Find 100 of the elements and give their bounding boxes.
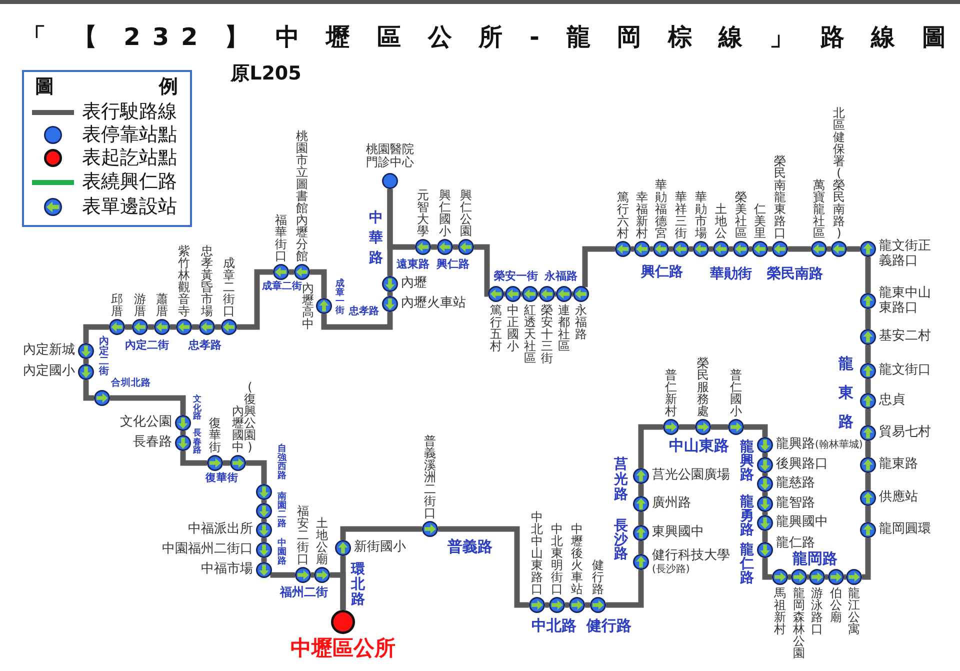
- stop-name: 北區健保署(榮民南路): [833, 107, 845, 239]
- arrow-stop-icon: [316, 298, 332, 314]
- arrow-stop-icon: [437, 239, 453, 255]
- street-name: 遠東路: [396, 258, 430, 270]
- stop-name: 龍岡森林公園: [793, 587, 805, 659]
- arrow-stop-icon: [772, 241, 788, 257]
- route-line: [788, 574, 791, 580]
- stop-name: 興仁公園: [460, 189, 472, 237]
- arrow-stop-icon: [860, 241, 876, 257]
- route-line: [270, 572, 295, 578]
- stop-name: 蕭厝: [156, 293, 168, 317]
- stop-name: 興仁國小: [439, 189, 451, 237]
- arrow-stop-icon: [109, 319, 125, 335]
- route-line: [582, 246, 615, 288]
- stop-name: 龍文街口: [879, 364, 931, 378]
- route-line: [729, 246, 733, 252]
- street-name: 內定二街: [99, 337, 109, 377]
- stop-name: 內壢: [401, 276, 427, 292]
- arrow-stop-icon: [154, 319, 170, 335]
- route-line: [638, 512, 644, 525]
- street-name: 興仁路: [436, 258, 470, 270]
- arrow-stop-icon: [230, 455, 246, 471]
- route-line: [585, 602, 590, 608]
- route-line: [865, 473, 871, 490]
- stop-name: 中正國小: [507, 304, 519, 352]
- route-line: [788, 246, 811, 252]
- arrow-stop-icon: [846, 569, 862, 585]
- stop-name: 東興國中: [652, 526, 704, 540]
- arrow-stop-icon: [728, 419, 744, 435]
- route-line: [807, 574, 809, 580]
- stop-name: 榮安十三街: [541, 304, 553, 364]
- arrow-stop-icon: [176, 319, 192, 335]
- route-line: [650, 246, 653, 252]
- arrow-stop-icon: [273, 264, 289, 280]
- street-name: 興仁路: [641, 265, 683, 279]
- arrow-stop-icon: [488, 286, 504, 302]
- arrow-stop-icon: [713, 241, 729, 257]
- route-line: [215, 324, 221, 330]
- stop-name: 中園福州二街口: [162, 542, 253, 558]
- street-name: 龍岡路: [792, 552, 838, 566]
- route-line: [310, 269, 327, 298]
- stop-name: 元智大學: [417, 189, 429, 237]
- arrow-stop-icon: [757, 515, 773, 531]
- arrow-stop-icon: [505, 286, 521, 302]
- arrow-stop-icon: [634, 241, 650, 257]
- route-line: [762, 492, 768, 496]
- arrow-stop-icon: [221, 319, 237, 335]
- arrow-stop-icon: [78, 364, 94, 380]
- route-line: [431, 244, 437, 250]
- route-line: [865, 379, 871, 393]
- arrow-stop-icon: [256, 542, 272, 558]
- route-line: [565, 602, 569, 608]
- terminal-dot-icon: [331, 610, 355, 634]
- route-line: [83, 380, 94, 401]
- legend-label: 表繞興仁路: [82, 172, 177, 192]
- street-name: 中園路: [278, 540, 286, 566]
- arrow-stop-icon: [653, 241, 669, 257]
- route-line: [862, 538, 871, 580]
- arrow-stop-icon: [772, 569, 788, 585]
- arrow-stop-icon: [860, 457, 876, 473]
- arrow-stop-icon: [175, 435, 191, 451]
- arrow-stop-icon: [175, 415, 191, 431]
- arrow-stop-icon: [529, 597, 545, 613]
- street-name: 華勛街: [710, 267, 752, 281]
- stop-name: 華祥三街: [675, 191, 687, 239]
- stop-name: 篤行六村: [617, 191, 629, 239]
- route-line: [606, 570, 644, 608]
- stop-name: 莒光公園廣場: [652, 468, 730, 484]
- route-line: [762, 512, 768, 515]
- stop-name: 龍江公寓: [848, 587, 860, 635]
- street-name: 中山東路: [669, 438, 729, 454]
- stop-name: 幸福新村: [636, 191, 648, 239]
- stop-name: 普仁國小: [730, 369, 742, 417]
- arrow-stop-icon: [522, 286, 538, 302]
- stop-name: (長沙路): [652, 564, 690, 575]
- route-line: [768, 246, 772, 252]
- street-name: 忠孝路: [188, 340, 222, 350]
- arrow-stop-icon: [422, 521, 438, 537]
- street-name: 忠孝路: [349, 307, 379, 317]
- stop-name: 龍興路: [776, 438, 815, 452]
- arrow-stop-icon: [809, 569, 825, 585]
- stop-name: 華勛福德宮: [655, 179, 667, 239]
- stop-name: 游泳路口: [811, 587, 823, 635]
- arrow-stop-icon: [569, 597, 585, 613]
- route-line: [669, 246, 673, 252]
- arrow-stop-icon: [860, 293, 876, 309]
- route-line: [762, 453, 768, 457]
- stop-name: 復華街: [209, 417, 221, 453]
- route-line: [762, 473, 768, 476]
- route-line: [330, 572, 346, 610]
- stop-name: 篤行五村: [490, 304, 502, 352]
- arrow-stop-icon: [860, 363, 876, 379]
- arrow-stop-icon: [573, 286, 589, 302]
- legend-heading: 圖例: [35, 76, 178, 98]
- route-line: [865, 506, 871, 522]
- stop-name: 忠貞: [879, 394, 905, 408]
- arrow-stop-icon: [256, 522, 272, 538]
- arrow-stop-icon: [673, 241, 689, 257]
- route-line: [340, 526, 422, 540]
- stop-name: 廣州路: [652, 496, 691, 512]
